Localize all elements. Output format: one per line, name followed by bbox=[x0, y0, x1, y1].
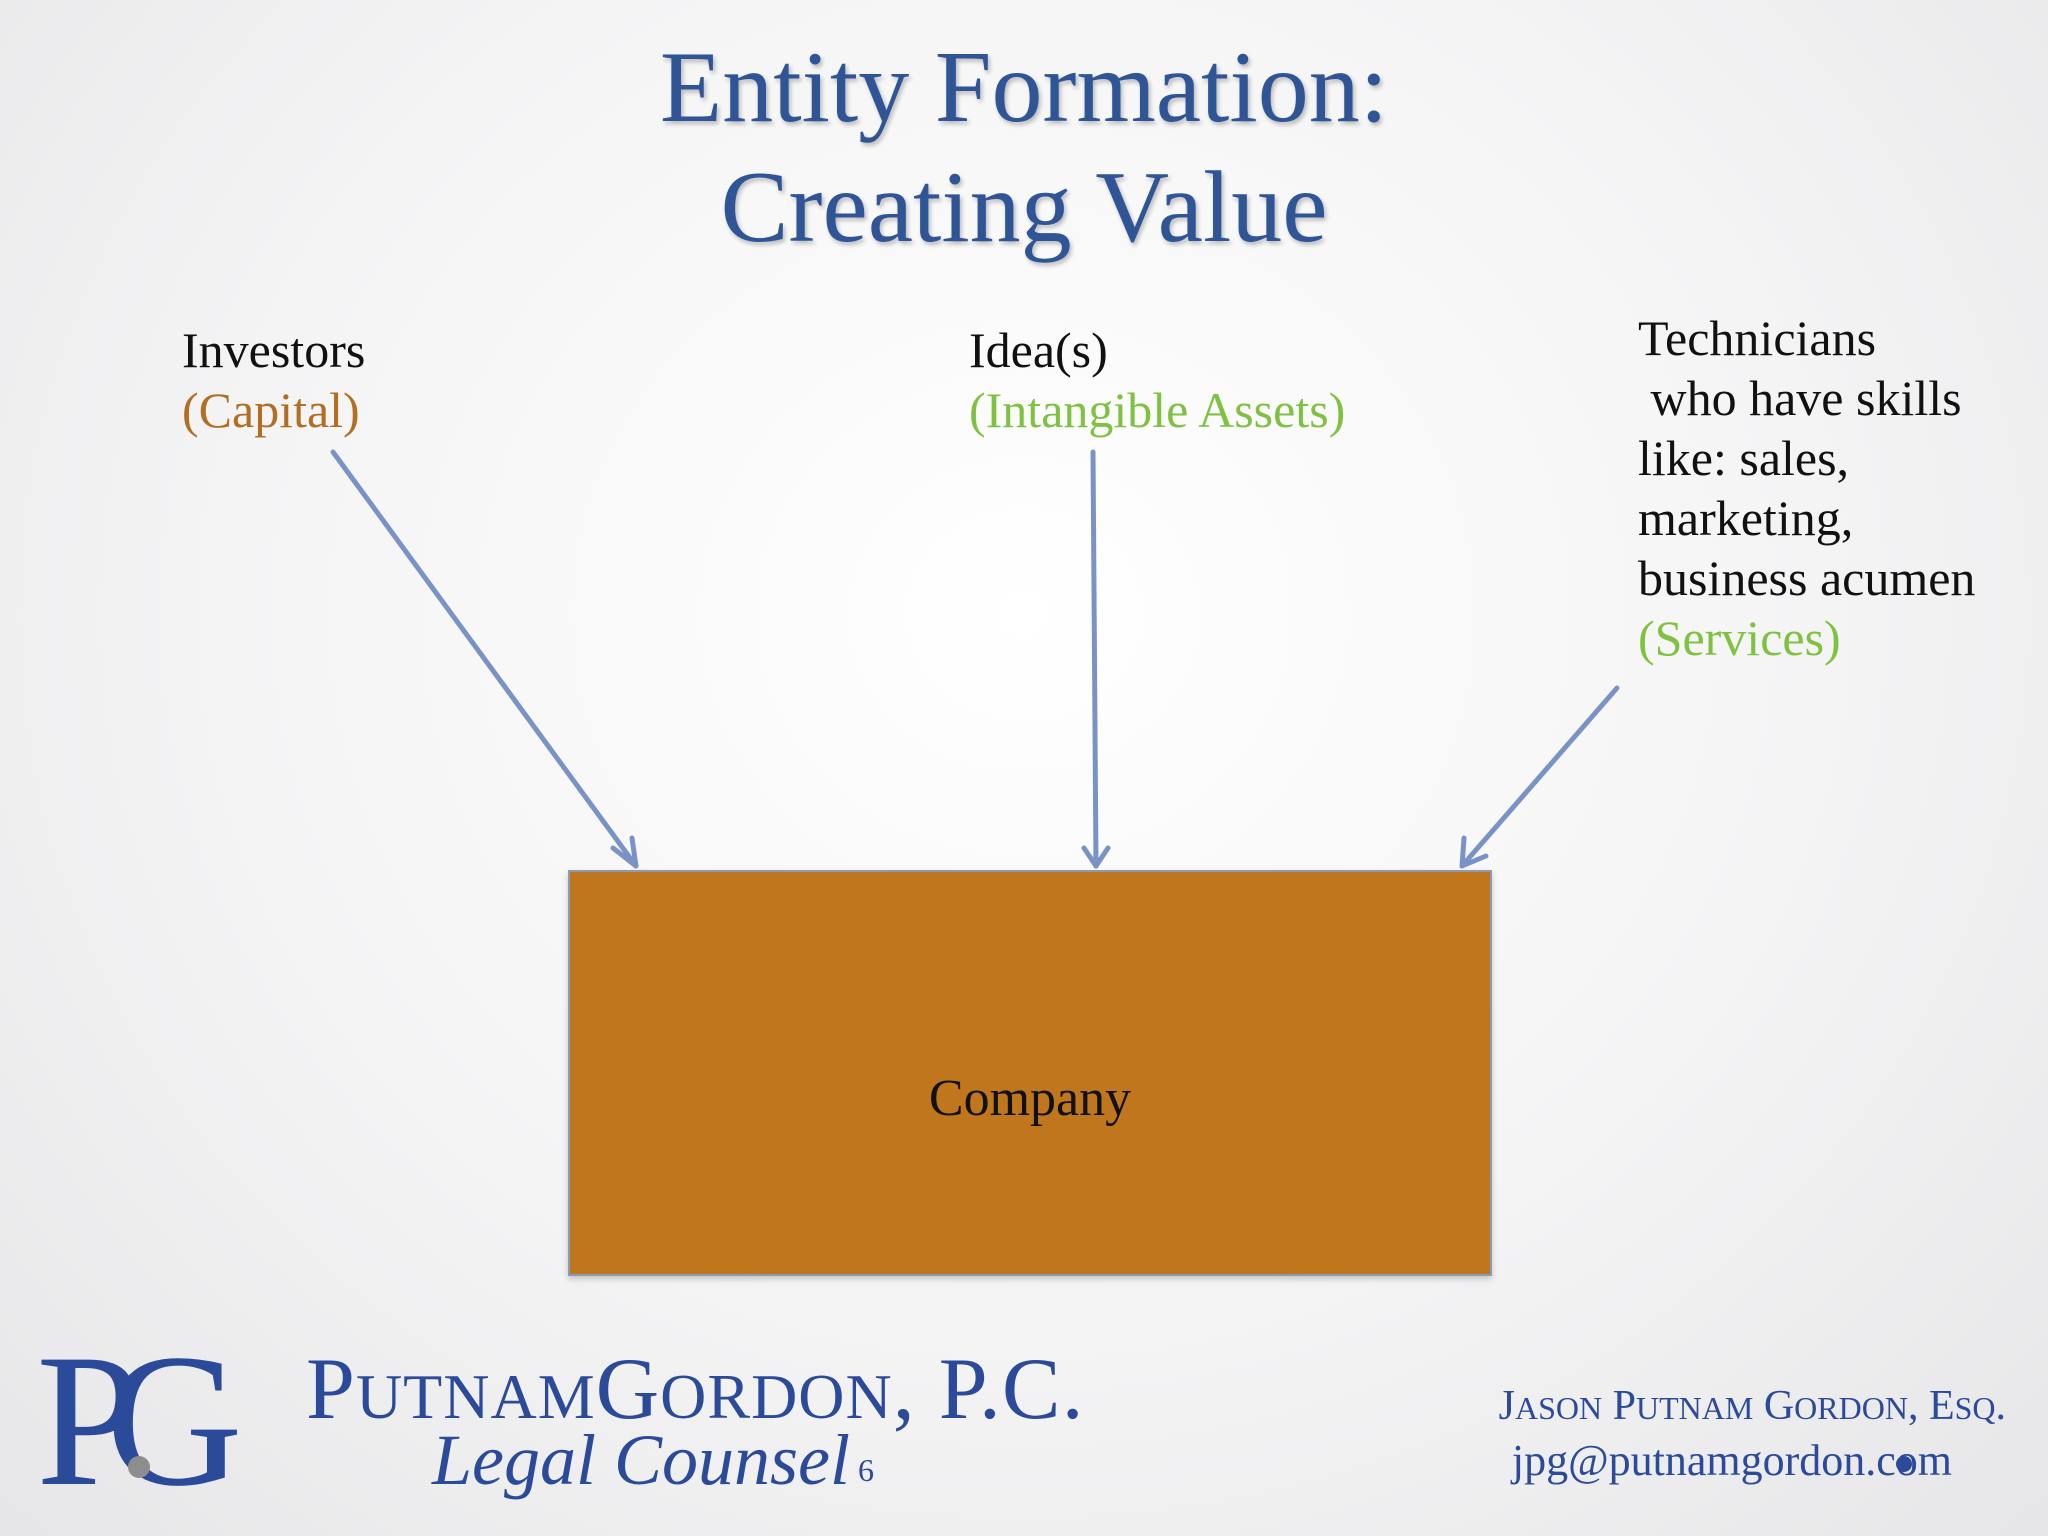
contact-p: P bbox=[1612, 1383, 1636, 1429]
investors-arrow bbox=[330, 449, 639, 869]
contact-ordon: ORDON bbox=[1794, 1390, 1908, 1426]
ideas-label: Idea(s) (Intangible Assets) bbox=[969, 320, 1345, 440]
technicians-line-4: marketing, bbox=[1638, 490, 1854, 546]
pg-logo-icon: PG bbox=[36, 1316, 243, 1526]
investors-title: Investors bbox=[182, 322, 366, 378]
contact-g: G bbox=[1763, 1383, 1795, 1429]
company-label: Company bbox=[928, 1069, 1132, 1127]
firm-name: PUTNAMGORDON, P.C. bbox=[306, 1340, 1085, 1447]
technicians-line-1: Technicians bbox=[1638, 310, 1877, 366]
firm-name-g: G bbox=[595, 1341, 661, 1438]
contact-email-link[interactable]: jpg@putnamgordon.com bbox=[1511, 1436, 1952, 1485]
contact-sq: SQ bbox=[1954, 1390, 1996, 1426]
page-number: 6 bbox=[858, 1452, 874, 1488]
logo-dot-icon bbox=[128, 1456, 150, 1478]
firm-name-utnam: UTNAM bbox=[355, 1361, 596, 1432]
slide-marker-icon bbox=[1896, 1456, 1912, 1472]
technicians-line-5: business acumen bbox=[1638, 550, 1976, 606]
firm-name-p: P bbox=[306, 1341, 356, 1438]
technicians-label: Technicians who have skills like: sales,… bbox=[1638, 308, 1975, 668]
technicians-line-3: like: sales, bbox=[1638, 430, 1850, 486]
contact-dot: . bbox=[1995, 1383, 2007, 1429]
firm-name-suffix: , P.C. bbox=[892, 1341, 1085, 1438]
contact-name: JASON PUTNAM GORDON, ESQ. bbox=[1499, 1382, 2006, 1432]
contact-comma-e: , E bbox=[1907, 1383, 1955, 1429]
title-line-2: Creating Value bbox=[720, 151, 1328, 264]
firm-tagline: Legal Counsel bbox=[432, 1420, 851, 1500]
investors-capital: (Capital) bbox=[182, 382, 360, 438]
title-line-1: Entity Formation: bbox=[659, 31, 1389, 144]
ideas-arrow bbox=[1081, 449, 1111, 869]
ideas-intangible-assets: (Intangible Assets) bbox=[969, 382, 1346, 438]
contact-j: J bbox=[1498, 1383, 1515, 1429]
company-box: Company bbox=[568, 870, 1492, 1276]
slide-title: Entity Formation: Creating Value bbox=[0, 28, 2048, 268]
technicians-line-2: who have skills bbox=[1638, 370, 1962, 426]
contact-ason: ASON bbox=[1515, 1390, 1603, 1426]
contact-utnam: UTNAM bbox=[1635, 1390, 1754, 1426]
firm-name-ordon: ORDON bbox=[660, 1361, 893, 1432]
technicians-services: (Services) bbox=[1638, 610, 1841, 666]
technicians-arrow bbox=[1459, 685, 1620, 869]
investors-label: Investors (Capital) bbox=[182, 320, 365, 440]
ideas-title: Idea(s) bbox=[969, 322, 1108, 378]
